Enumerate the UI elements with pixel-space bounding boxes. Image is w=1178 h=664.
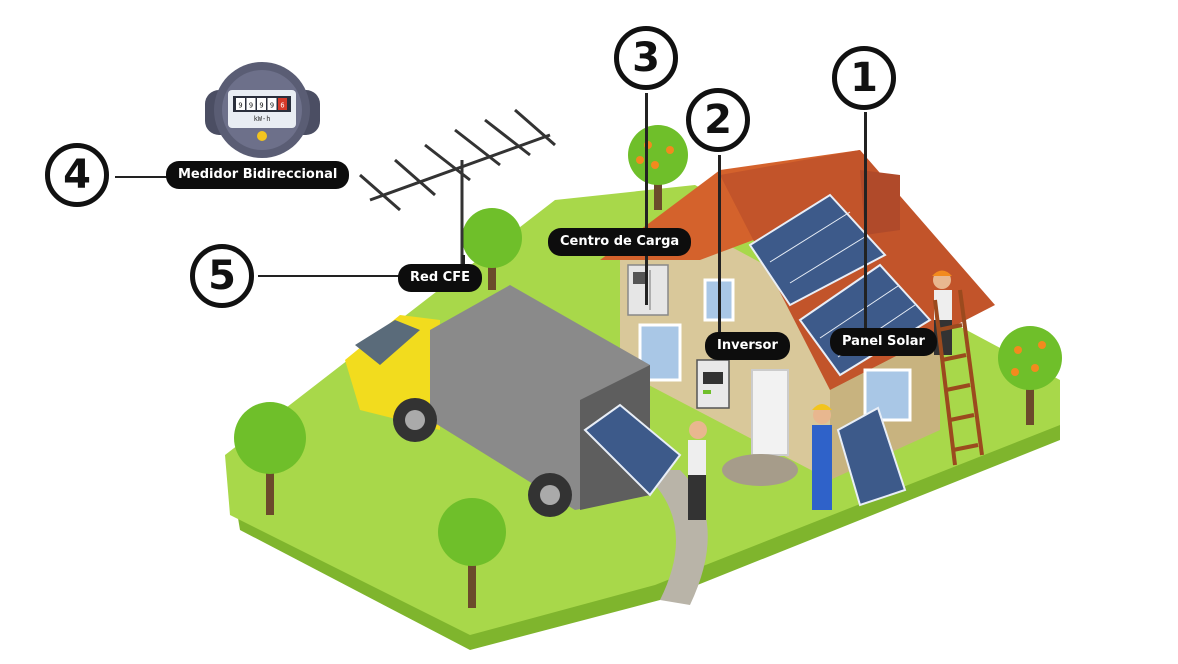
meter-digit: 9 xyxy=(270,102,274,110)
callout-label-inversor: Inversor xyxy=(705,332,790,360)
meter-digit: 6 xyxy=(280,102,284,110)
meter-digit-cell xyxy=(246,98,256,110)
callout-number-5: 5 xyxy=(190,244,254,308)
orange-tree-right xyxy=(998,326,1062,425)
load-center-box xyxy=(627,264,669,316)
meter-seal-icon xyxy=(257,131,267,141)
callout-label-centro-de-carga: Centro de Carga xyxy=(548,228,692,256)
worker-front xyxy=(812,404,832,510)
meter-digit: 9 xyxy=(238,102,242,110)
callout-number-1: 1 xyxy=(832,46,896,110)
callout-number-4: 4 xyxy=(45,143,109,207)
callout-number-2: 2 xyxy=(686,88,750,152)
front-steps xyxy=(722,454,798,486)
tree-back xyxy=(462,208,522,290)
front-door xyxy=(751,369,789,456)
leader-line-5 xyxy=(258,275,400,277)
leader-line-4 xyxy=(115,176,170,178)
callout-label-medidor-bidireccional: Medidor Bidireccional xyxy=(166,161,350,189)
meter-digit: 9 xyxy=(249,102,253,110)
inverter-box xyxy=(696,359,730,409)
leader-line-3 xyxy=(645,93,648,305)
meter-digit-cell xyxy=(278,98,287,110)
chimney xyxy=(860,170,900,235)
ladder xyxy=(933,289,984,466)
tree-left-front xyxy=(234,402,306,515)
callout-number-3: 3 xyxy=(614,26,678,90)
antenna xyxy=(359,108,556,290)
tree-bottom xyxy=(438,498,506,608)
meter-digit-cell xyxy=(257,98,266,110)
meter-unit-label: kW-h xyxy=(254,115,271,123)
meter-digit-cell xyxy=(236,98,245,110)
carried-solar-panels xyxy=(583,403,907,507)
callout-label-red-cfe: Red CFE xyxy=(398,264,482,292)
worker-truck xyxy=(688,421,707,520)
callout-label-panel-solar: Panel Solar xyxy=(830,328,937,356)
meter-digit-cell xyxy=(267,98,277,110)
meter-digit: 9 xyxy=(259,102,263,110)
leader-line-1 xyxy=(864,112,867,338)
leader-line-2 xyxy=(718,155,721,333)
